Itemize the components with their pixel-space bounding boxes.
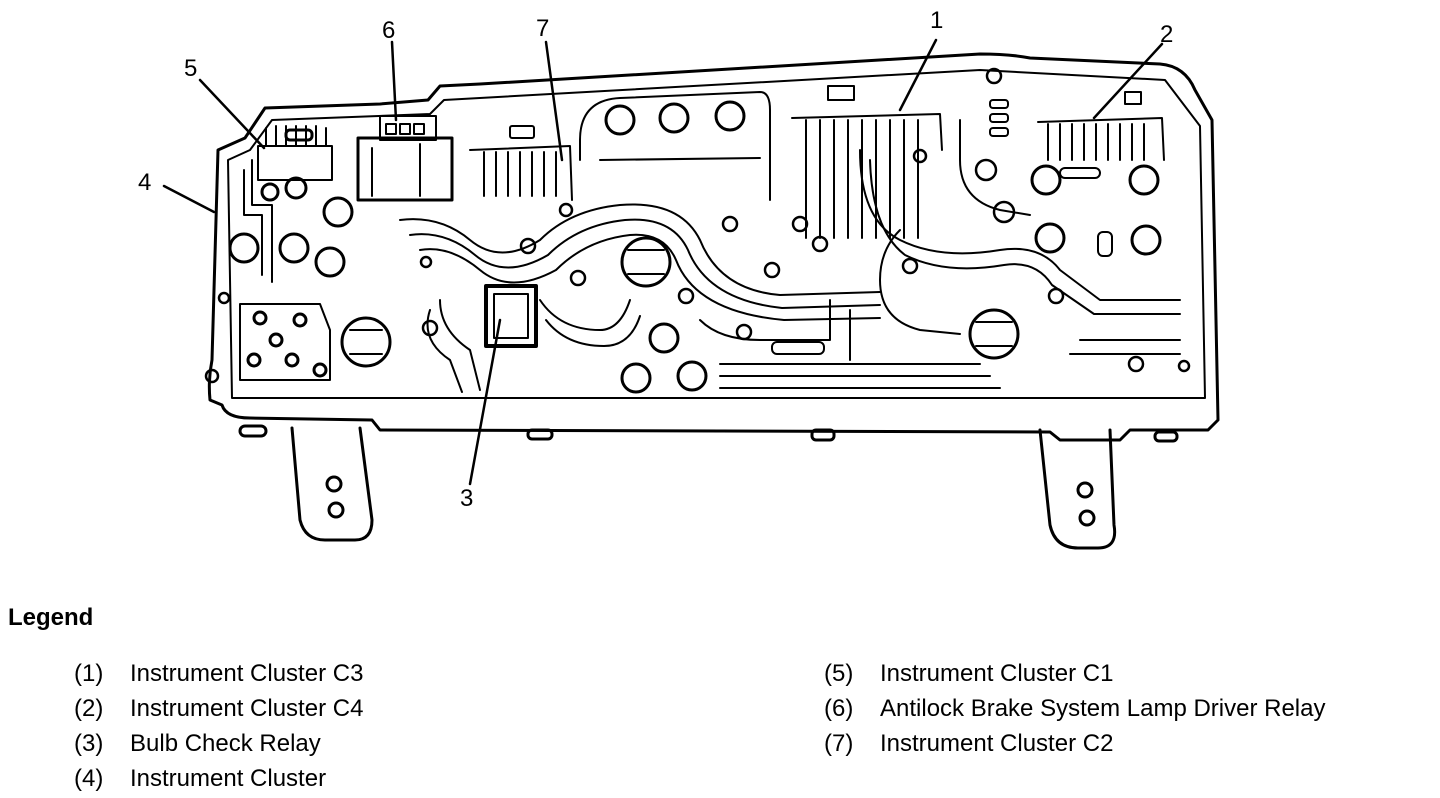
- left-mounting-tab: [290, 426, 374, 542]
- legend-item-number: (5): [824, 659, 854, 687]
- legend-item: (2) Instrument Cluster C4: [74, 691, 363, 726]
- callout-2: 2: [1160, 21, 1173, 48]
- legend-item-label: Bulb Check Relay: [130, 729, 321, 757]
- legend-item: (6) Antilock Brake System Lamp Driver Rel…: [824, 691, 1325, 726]
- callout-3: 3: [460, 485, 473, 512]
- legend-item: (3) Bulb Check Relay: [74, 726, 363, 761]
- instrument-cluster-diagram: 1 2 3 4 5 6 7: [138, 7, 1220, 550]
- callout-1: 1: [930, 7, 943, 34]
- legend-item-label: Instrument Cluster C4: [130, 694, 364, 722]
- legend-item-number: (4): [74, 764, 104, 792]
- legend-item-number: (2): [74, 694, 104, 722]
- legend-column-left: (1) Instrument Cluster C3 (2) Instrument C…: [74, 656, 363, 796]
- leader-line-6: [390, 40, 398, 122]
- callout-4: 4: [138, 169, 151, 196]
- legend-item: (1) Instrument Cluster C3: [74, 656, 363, 691]
- leader-line-1: [898, 38, 938, 112]
- legend-item: (4) Instrument Cluster: [74, 761, 363, 796]
- leader-line-3: [468, 318, 502, 486]
- right-mounting-tab: [1038, 428, 1117, 550]
- leader-line-4: [162, 184, 216, 214]
- callout-7: 7: [536, 15, 549, 42]
- callout-5: 5: [184, 55, 197, 82]
- legend-item-number: (7): [824, 729, 854, 757]
- leader-line-5: [198, 78, 266, 150]
- callout-6: 6: [382, 17, 395, 44]
- leader-line-2: [1092, 42, 1164, 120]
- circuit-board-outline: [207, 52, 1220, 442]
- legend-item-label: Instrument Cluster C2: [880, 729, 1114, 757]
- legend-item-label: Antilock Brake System Lamp Driver Relay: [880, 694, 1326, 722]
- legend-item-label: Instrument Cluster: [130, 764, 327, 792]
- legend-item-number: (3): [74, 729, 104, 757]
- legend-item: (7) Instrument Cluster C2: [824, 726, 1325, 761]
- legend-item-label: Instrument Cluster C1: [880, 659, 1114, 687]
- legend-item: (5) Instrument Cluster C1: [824, 656, 1325, 691]
- legend-item-number: (1): [74, 659, 104, 687]
- legend-title: Legend: [8, 604, 94, 631]
- leader-line-7: [544, 40, 564, 162]
- legend-column-right: (5) Instrument Cluster C1 (6) Antilock Bra…: [824, 656, 1325, 761]
- legend-item-label: Instrument Cluster C3: [130, 659, 364, 687]
- legend-item-number: (6): [824, 694, 854, 722]
